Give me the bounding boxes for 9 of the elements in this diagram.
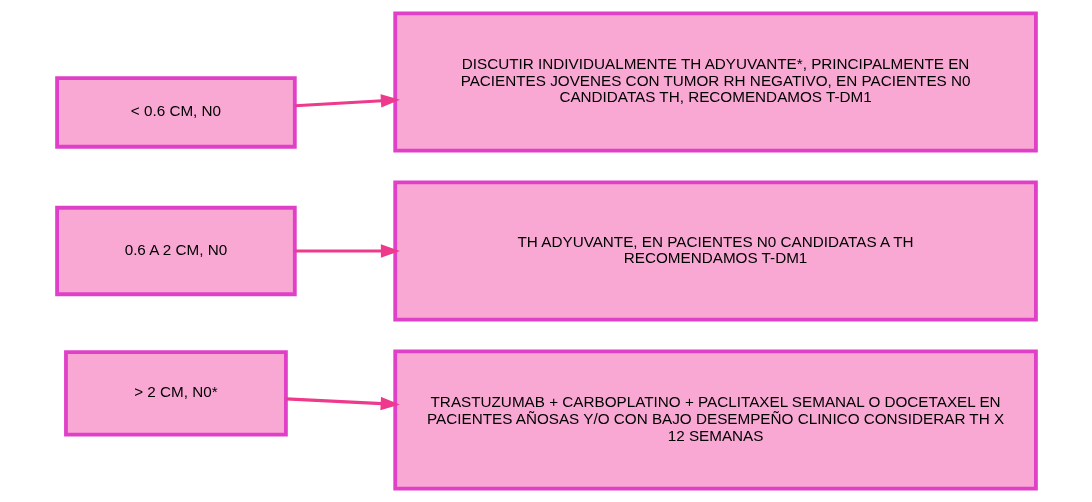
- node-box: TH ADYUVANTE, EN PACIENTES N0 CANDIDATAS A TH RECOMENDAMOS T-DM1: [392, 180, 1038, 322]
- arrow: [285, 396, 400, 411]
- node-box: < 0.6 CM, N0: [54, 76, 297, 149]
- node-box: 0.6 A 2 CM, N0: [54, 205, 297, 297]
- node-box: > 2 CM, N0*: [63, 350, 288, 437]
- node-box: TRASTUZUMAB + CARBOPLATINO + PACLITAXEL SEMANAL O DOCETAXEL EN PACIENTES AÑOSAS Y/O CON BAJO DESEMPEÑO CLINICO CONSIDERAR TH X 12 SEMANAS: [392, 349, 1038, 491]
- arrow: [294, 94, 400, 108]
- arrow: [294, 244, 400, 258]
- node-box: DISCUTIR INDIVIDUALMENTE TH ADYUVANTE*, PRINCIPALMENTE EN PACIENTES JOVENES CON TUMOR RH NEGATIVO, EN PACIENTES N0 CANDIDATAS TH, RECOMENDAMOS T-DM1: [392, 11, 1038, 153]
